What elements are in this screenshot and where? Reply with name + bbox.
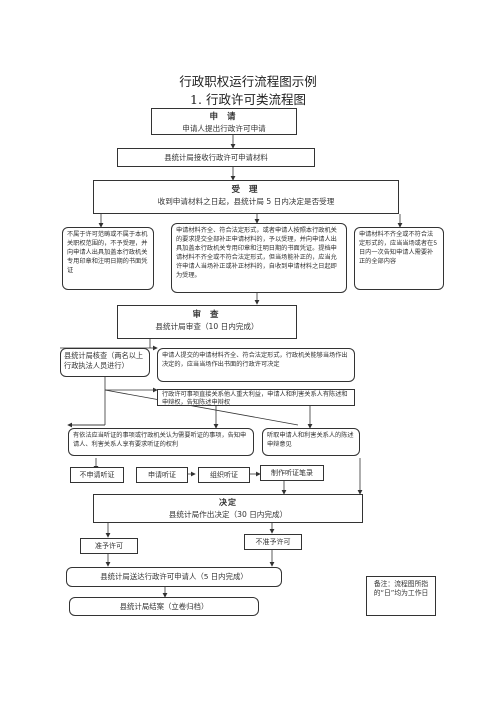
verify-box: 县统计局核查（两名以上行政执法人员进行） xyxy=(60,348,150,377)
note-text: 备注：流程图所指的“日”均为工作日 xyxy=(373,580,429,598)
accept-text: 收到申请材料之日起，县统计局 5 日内决定是否受理 xyxy=(157,197,335,207)
branch-correct-box: 申请材料齐全、符合法定形式，或者申请人按照本行政机关的要求提交全部补正申请材料的… xyxy=(171,223,347,293)
organize-hearing-box: 组织听证 xyxy=(198,467,250,483)
branch-reject-text: 不属于许可范畴或不属于本机关职权范围的，不予受理，并向申请人出具加盖本行政机关专… xyxy=(67,231,148,274)
branch-incomplete-text: 申请材料不齐全或不符合法定形式的，应当当场或者在5日内一次告知申请人需要补正的全… xyxy=(359,231,438,265)
branch-correct-text: 申请材料齐全、符合法定形式，或者申请人按照本行政机关的要求提交全部补正申请材料的… xyxy=(176,227,337,279)
branch-incomplete-box: 申请材料不齐全或不符合法定形式的，应当当场或者在5日内一次告知申请人需要补正的全… xyxy=(354,227,444,290)
review-heading: 审 查 xyxy=(192,310,222,320)
accept-heading: 受 理 xyxy=(231,185,261,195)
note-box: 备注：流程图所指的“日”均为工作日 xyxy=(366,576,436,616)
no-hearing-box: 不申请听证 xyxy=(70,467,124,483)
hearing-notice-box: 有依法应当听证的事项或行政机关认为需要听证的事项，告知申请人、利害关系人享有要求… xyxy=(68,428,254,456)
apply-text: 申请人提出行政许可申请 xyxy=(182,124,266,134)
apply-heading: 申 请 xyxy=(209,112,239,122)
review-text: 县统计局审查（10 日内完成） xyxy=(155,322,259,332)
interest-box: 行政许可事项直接关系他人重大利益，申请人和利害关系人有陈述和申辩权，告知陈述申辩… xyxy=(157,389,355,406)
grant-box: 准予许可 xyxy=(80,538,138,554)
deliver-box: 县统计局送达行政许可申请人（5 日内完成） xyxy=(66,567,282,587)
apply-hearing-text: 申请听证 xyxy=(148,471,176,479)
deny-text: 不准予许可 xyxy=(255,538,291,546)
interest-text: 行政许可事项直接关系他人重大利益，申请人和利害关系人有陈述和申辩权，告知陈述申辩… xyxy=(162,391,348,407)
page-title: 行政职权运行流程图示例 xyxy=(179,74,317,89)
hearing-record-text: 制作听证笔录 xyxy=(271,469,313,477)
decision-text: 县统计局作出决定（30 日内完成） xyxy=(168,509,288,519)
grant-text: 准予许可 xyxy=(95,542,123,550)
close-box: 县统计局结案（立卷归档） xyxy=(69,597,259,616)
deny-box: 不准予许可 xyxy=(244,534,302,550)
decision-box: 决定 县统计局作出决定（30 日内完成） xyxy=(93,494,363,523)
statement-box: 听取申请人和利害关系人的陈述申辩意见 xyxy=(262,428,360,456)
hearing-notice-text: 有依法应当听证的事项或行政机关认为需要听证的事项，告知申请人、利害关系人享有要求… xyxy=(73,432,247,448)
no-hearing-text: 不申请听证 xyxy=(79,471,115,479)
receive-text: 县统计局接收行政许可申请材料 xyxy=(164,153,268,162)
verify-text: 县统计局核查（两名以上行政执法人员进行） xyxy=(64,351,144,370)
close-text: 县统计局结案（立卷归档） xyxy=(119,602,209,611)
accept-box: 受 理 收到申请材料之日起，县统计局 5 日内决定是否受理 xyxy=(93,180,399,214)
apply-hearing-box: 申请听证 xyxy=(136,467,188,483)
apply-box: 申 请 申请人提出行政许可申请 xyxy=(151,108,297,135)
organize-hearing-text: 组织听证 xyxy=(210,471,238,479)
deliver-text: 县统计局送达行政许可申请人（5 日内完成） xyxy=(100,572,248,581)
hearing-record-box: 制作听证笔录 xyxy=(260,465,324,481)
receive-box: 县统计局接收行政许可申请材料 xyxy=(117,148,315,167)
statement-text: 听取申请人和利害关系人的陈述申辩意见 xyxy=(267,432,354,448)
decision-heading: 决定 xyxy=(219,498,237,507)
decide-spot-text: 申请人提交的申请材料齐全、符合法定形式，行政机关能够当场作出决定的，应当当场作出… xyxy=(162,352,348,368)
decide-spot-box: 申请人提交的申请材料齐全、符合法定形式，行政机关能够当场作出决定的，应当当场作出… xyxy=(157,348,355,382)
review-box: 审 查 县统计局审查（10 日内完成） xyxy=(117,305,297,339)
page-subtitle: 1. 行政许可类流程图 xyxy=(190,92,306,107)
branch-reject-box: 不属于许可范畴或不属于本机关职权范围的，不予受理，并向申请人出具加盖本行政机关专… xyxy=(62,227,154,290)
